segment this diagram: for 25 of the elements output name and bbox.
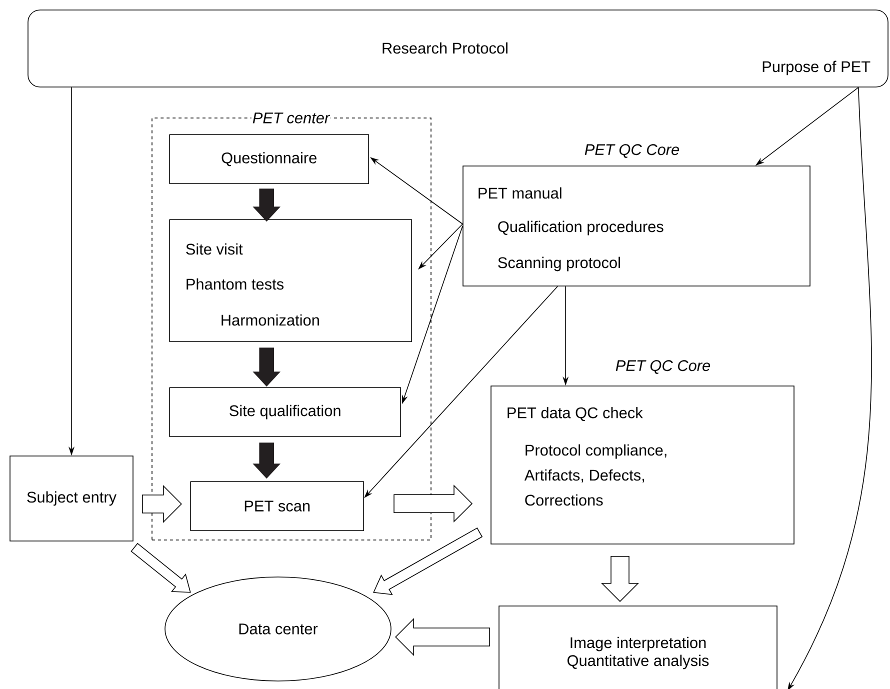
process-box: Questionnaire bbox=[169, 134, 369, 184]
text-line: Purpose of PET bbox=[762, 60, 870, 76]
heading: PET QC Core bbox=[583, 143, 681, 159]
text-line: Protocol compliance, Artifacts, Defects, Corrections bbox=[524, 444, 666, 506]
process-box: PET scan bbox=[190, 481, 364, 531]
text-line: Research Protocol bbox=[382, 42, 508, 54]
block-arrow bbox=[252, 442, 281, 479]
text-line: Phantom tests bbox=[186, 278, 284, 290]
text-line: PET data QC check bbox=[508, 406, 643, 422]
block-arrow bbox=[395, 618, 490, 656]
heading: PET QC Core bbox=[614, 359, 712, 375]
block-arrow bbox=[142, 485, 182, 523]
block-arrow bbox=[252, 348, 281, 387]
text-line: Site visit bbox=[186, 243, 243, 255]
process-box: Site qualification bbox=[169, 387, 401, 437]
text-line: PET manual bbox=[478, 187, 562, 199]
block-arrow bbox=[394, 484, 473, 523]
heading: PET center bbox=[251, 112, 331, 124]
process-box: Image interpretation Quantitative analysis bbox=[498, 606, 778, 689]
block-arrow bbox=[252, 188, 281, 222]
text-line: Qualification procedures bbox=[498, 220, 664, 236]
text-line: Scanning protocol bbox=[498, 256, 620, 272]
process-box: Subject entry bbox=[10, 456, 134, 542]
block-arrow bbox=[601, 556, 639, 602]
text-line: Harmonization bbox=[222, 314, 319, 326]
